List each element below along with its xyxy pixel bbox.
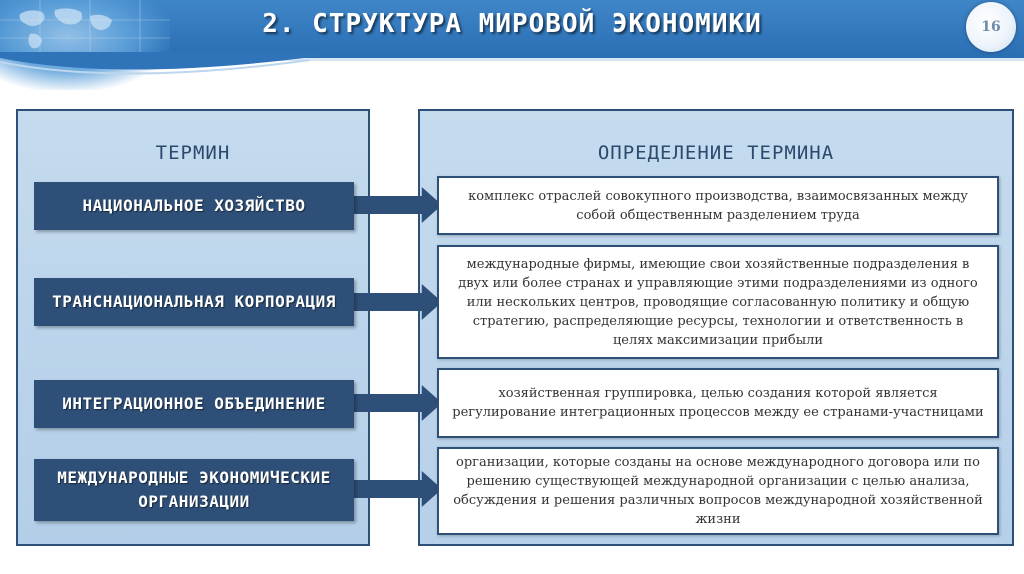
term-label: ТРАНСНАЦИОНАЛЬНАЯ КОРПОРАЦИЯ xyxy=(34,278,354,326)
slide-title: 2. СТРУКТУРА МИРОВОЙ ЭКОНОМИКИ xyxy=(262,9,762,39)
term-label: ИНТЕГРАЦИОННОЕ ОБЪЕДИНЕНИЕ xyxy=(34,380,354,428)
world-map-decoration xyxy=(0,0,170,90)
definition-box: комплекс отраслей совокупного производст… xyxy=(437,176,999,235)
term-label: МЕЖДУНАРОДНЫЕ ЭКОНОМИЧЕСКИЕ ОРГАНИЗАЦИИ xyxy=(34,459,354,521)
definition-box: международные фирмы, имеющие свои хозяйс… xyxy=(437,245,999,359)
term-column-heading: ТЕРМИН xyxy=(155,142,231,164)
term-label: НАЦИОНАЛЬНОЕ ХОЗЯЙСТВО xyxy=(34,182,354,230)
header-curve-decoration xyxy=(0,52,320,75)
header-bar: 2. СТРУКТУРА МИРОВОЙ ЭКОНОМИКИ 16 xyxy=(0,0,1024,90)
definition-box: организации, которые созданы на основе м… xyxy=(437,447,999,535)
definition-column-heading: ОПРЕДЕЛЕНИЕ ТЕРМИНА xyxy=(597,142,835,164)
definition-box: хозяйственная группировка, целью создани… xyxy=(437,368,999,438)
page-number-badge: 16 xyxy=(966,2,1016,52)
